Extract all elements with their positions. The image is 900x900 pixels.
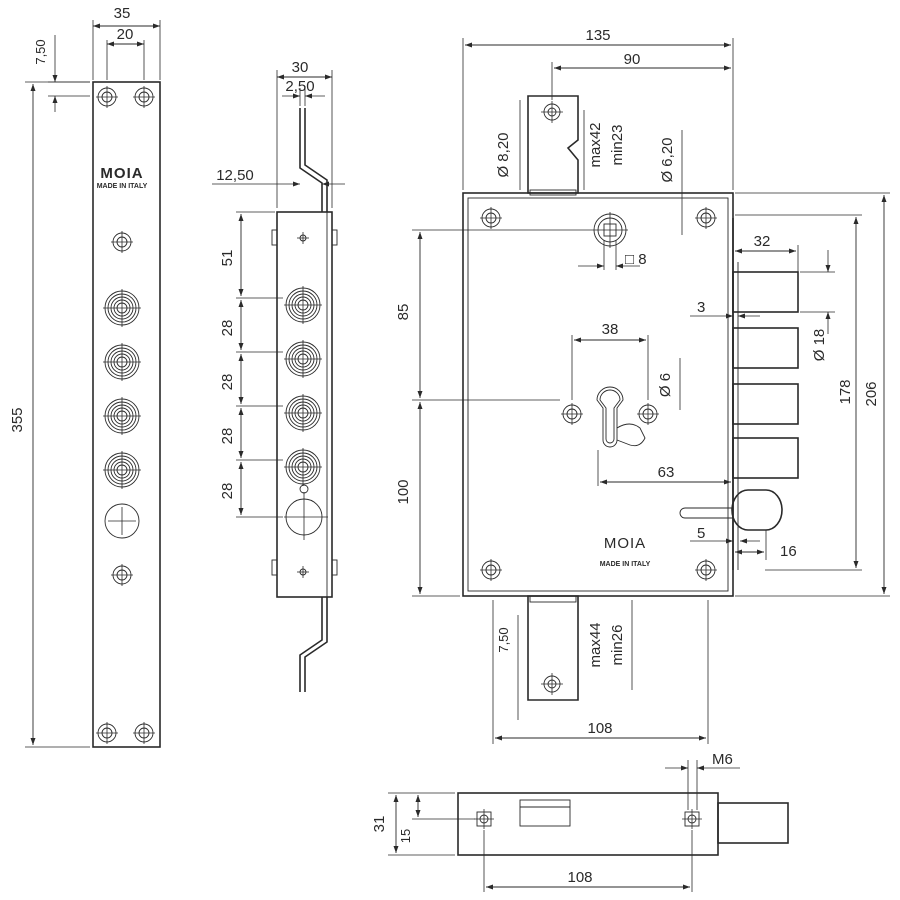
dim-faceplate-hole-spacing: 20 bbox=[117, 26, 134, 43]
side-bolt-head bbox=[283, 285, 323, 325]
top-slider bbox=[527, 95, 579, 194]
side-screw-top bbox=[297, 232, 309, 244]
dim-bottom-travel-min: min26 bbox=[609, 625, 626, 666]
faceplate-bolt-head bbox=[102, 450, 142, 490]
dim-backset-90: 90 bbox=[624, 51, 641, 68]
dim-case-width: 135 bbox=[585, 27, 610, 44]
dim-side-width: 30 bbox=[292, 59, 309, 76]
dim-faceplate-height: 355 bbox=[9, 407, 26, 432]
faceplate-screw-hole bbox=[95, 721, 119, 745]
dim-bottom-width: 108 bbox=[587, 720, 612, 737]
cylinder-screw-right bbox=[636, 402, 660, 426]
faceplate-bolt-head bbox=[102, 288, 142, 328]
case-screw-hole bbox=[479, 558, 503, 582]
bottom-view: 31 15 M6 108 bbox=[371, 751, 789, 892]
dim-bolt-span: 178 bbox=[837, 379, 854, 404]
dim-top-travel-min: min23 bbox=[609, 125, 626, 166]
dim-side-pitch-4: 28 bbox=[219, 483, 236, 500]
bottom-slot bbox=[519, 799, 571, 827]
latch-bolt bbox=[679, 489, 783, 531]
bottom-body-outline bbox=[457, 792, 719, 856]
dim-bottom-hole-spacing: 108 bbox=[567, 869, 592, 886]
dim-cyl-spacing: 38 bbox=[602, 321, 619, 338]
dim-side-pitch-2: 28 bbox=[219, 374, 236, 391]
dim-screw-size: M6 bbox=[712, 751, 733, 768]
side-bolt-head bbox=[283, 339, 323, 379]
dim-side-pitch-3: 28 bbox=[219, 428, 236, 445]
dim-hole-left: Ø 8,20 bbox=[495, 132, 512, 177]
side-body-outline bbox=[276, 211, 333, 598]
dim-bolt-offset: 3 bbox=[697, 299, 705, 316]
cylinder-cutout bbox=[596, 386, 646, 448]
dim-bottom-mid: 15 bbox=[398, 829, 413, 843]
dim-top-travel-max: max42 bbox=[587, 122, 604, 167]
faceplate-bolt-head bbox=[102, 396, 142, 436]
faceplate-logo: MOIA bbox=[100, 165, 143, 182]
faceplate-view: MOIA MADE IN ITALY 35 20 7,50 bbox=[9, 5, 161, 748]
side-bolt-head bbox=[283, 393, 323, 433]
faceplate-screw-hole bbox=[132, 85, 156, 109]
dim-case-height: 206 bbox=[863, 381, 880, 406]
case-screw-hole bbox=[479, 206, 503, 230]
faceplate-outline bbox=[92, 81, 161, 748]
side-view: 30 2,50 12,50 51 28 28 28 28 bbox=[212, 59, 345, 692]
dim-hole-right: Ø 6,20 bbox=[659, 137, 676, 182]
bottom-screw-left bbox=[474, 809, 494, 829]
faceplate-screw-hole bbox=[132, 721, 156, 745]
dim-spindle-dist: 85 bbox=[395, 304, 412, 321]
square-spindle bbox=[592, 212, 628, 248]
dim-faceplate-top-offset: 7,50 bbox=[33, 39, 48, 64]
bottom-slider-hole bbox=[541, 673, 563, 695]
side-bolt-head bbox=[283, 447, 323, 487]
bottom-screw-right bbox=[682, 809, 702, 829]
cylinder-screw-left bbox=[560, 402, 584, 426]
bottom-slider bbox=[527, 595, 579, 701]
top-slider-hole bbox=[541, 101, 563, 123]
dim-side-thickness: 2,50 bbox=[285, 78, 314, 95]
faceplate-latch bbox=[104, 503, 140, 539]
faceplate-screw-hole bbox=[110, 230, 134, 254]
dim-cyl-hole: Ø 6 bbox=[657, 373, 674, 397]
faceplate-bolt-head bbox=[102, 342, 142, 382]
faceplate-made-in: MADE IN ITALY bbox=[97, 183, 148, 190]
bolt-stack bbox=[732, 218, 799, 570]
dim-latch-16: 16 bbox=[780, 543, 797, 560]
faceplate-screw-hole bbox=[95, 85, 119, 109]
dim-side-top-to-bolt: 51 bbox=[219, 250, 236, 267]
dim-bottom-height: 31 bbox=[371, 816, 388, 833]
front-view: MOIA MADE IN ITALY 135 90 bbox=[395, 27, 890, 744]
dim-bottom-travel-max: max44 bbox=[587, 622, 604, 667]
case-logo: MOIA bbox=[604, 535, 646, 552]
dim-backset-63: 63 bbox=[658, 464, 675, 481]
dim-side-pitch-1: 28 bbox=[219, 320, 236, 337]
faceplate-screw-hole bbox=[110, 563, 134, 587]
dim-square-spindle: □ 8 bbox=[625, 251, 647, 268]
dim-faceplate-width: 35 bbox=[114, 5, 131, 22]
side-screw-bottom bbox=[297, 566, 309, 578]
dim-bolt-throw: 32 bbox=[754, 233, 771, 250]
dim-bolt-dia: Ø 18 bbox=[811, 329, 828, 362]
dim-bottom-offset: 7,50 bbox=[496, 627, 511, 652]
dim-latch-5: 5 bbox=[697, 525, 705, 542]
dim-latch-dist: 100 bbox=[395, 479, 412, 504]
case-screw-hole bbox=[694, 206, 718, 230]
dim-side-offset: 12,50 bbox=[216, 167, 254, 184]
case-screw-hole bbox=[694, 558, 718, 582]
bottom-bolt-profile bbox=[717, 802, 789, 844]
case-made-in: MADE IN ITALY bbox=[600, 561, 651, 568]
